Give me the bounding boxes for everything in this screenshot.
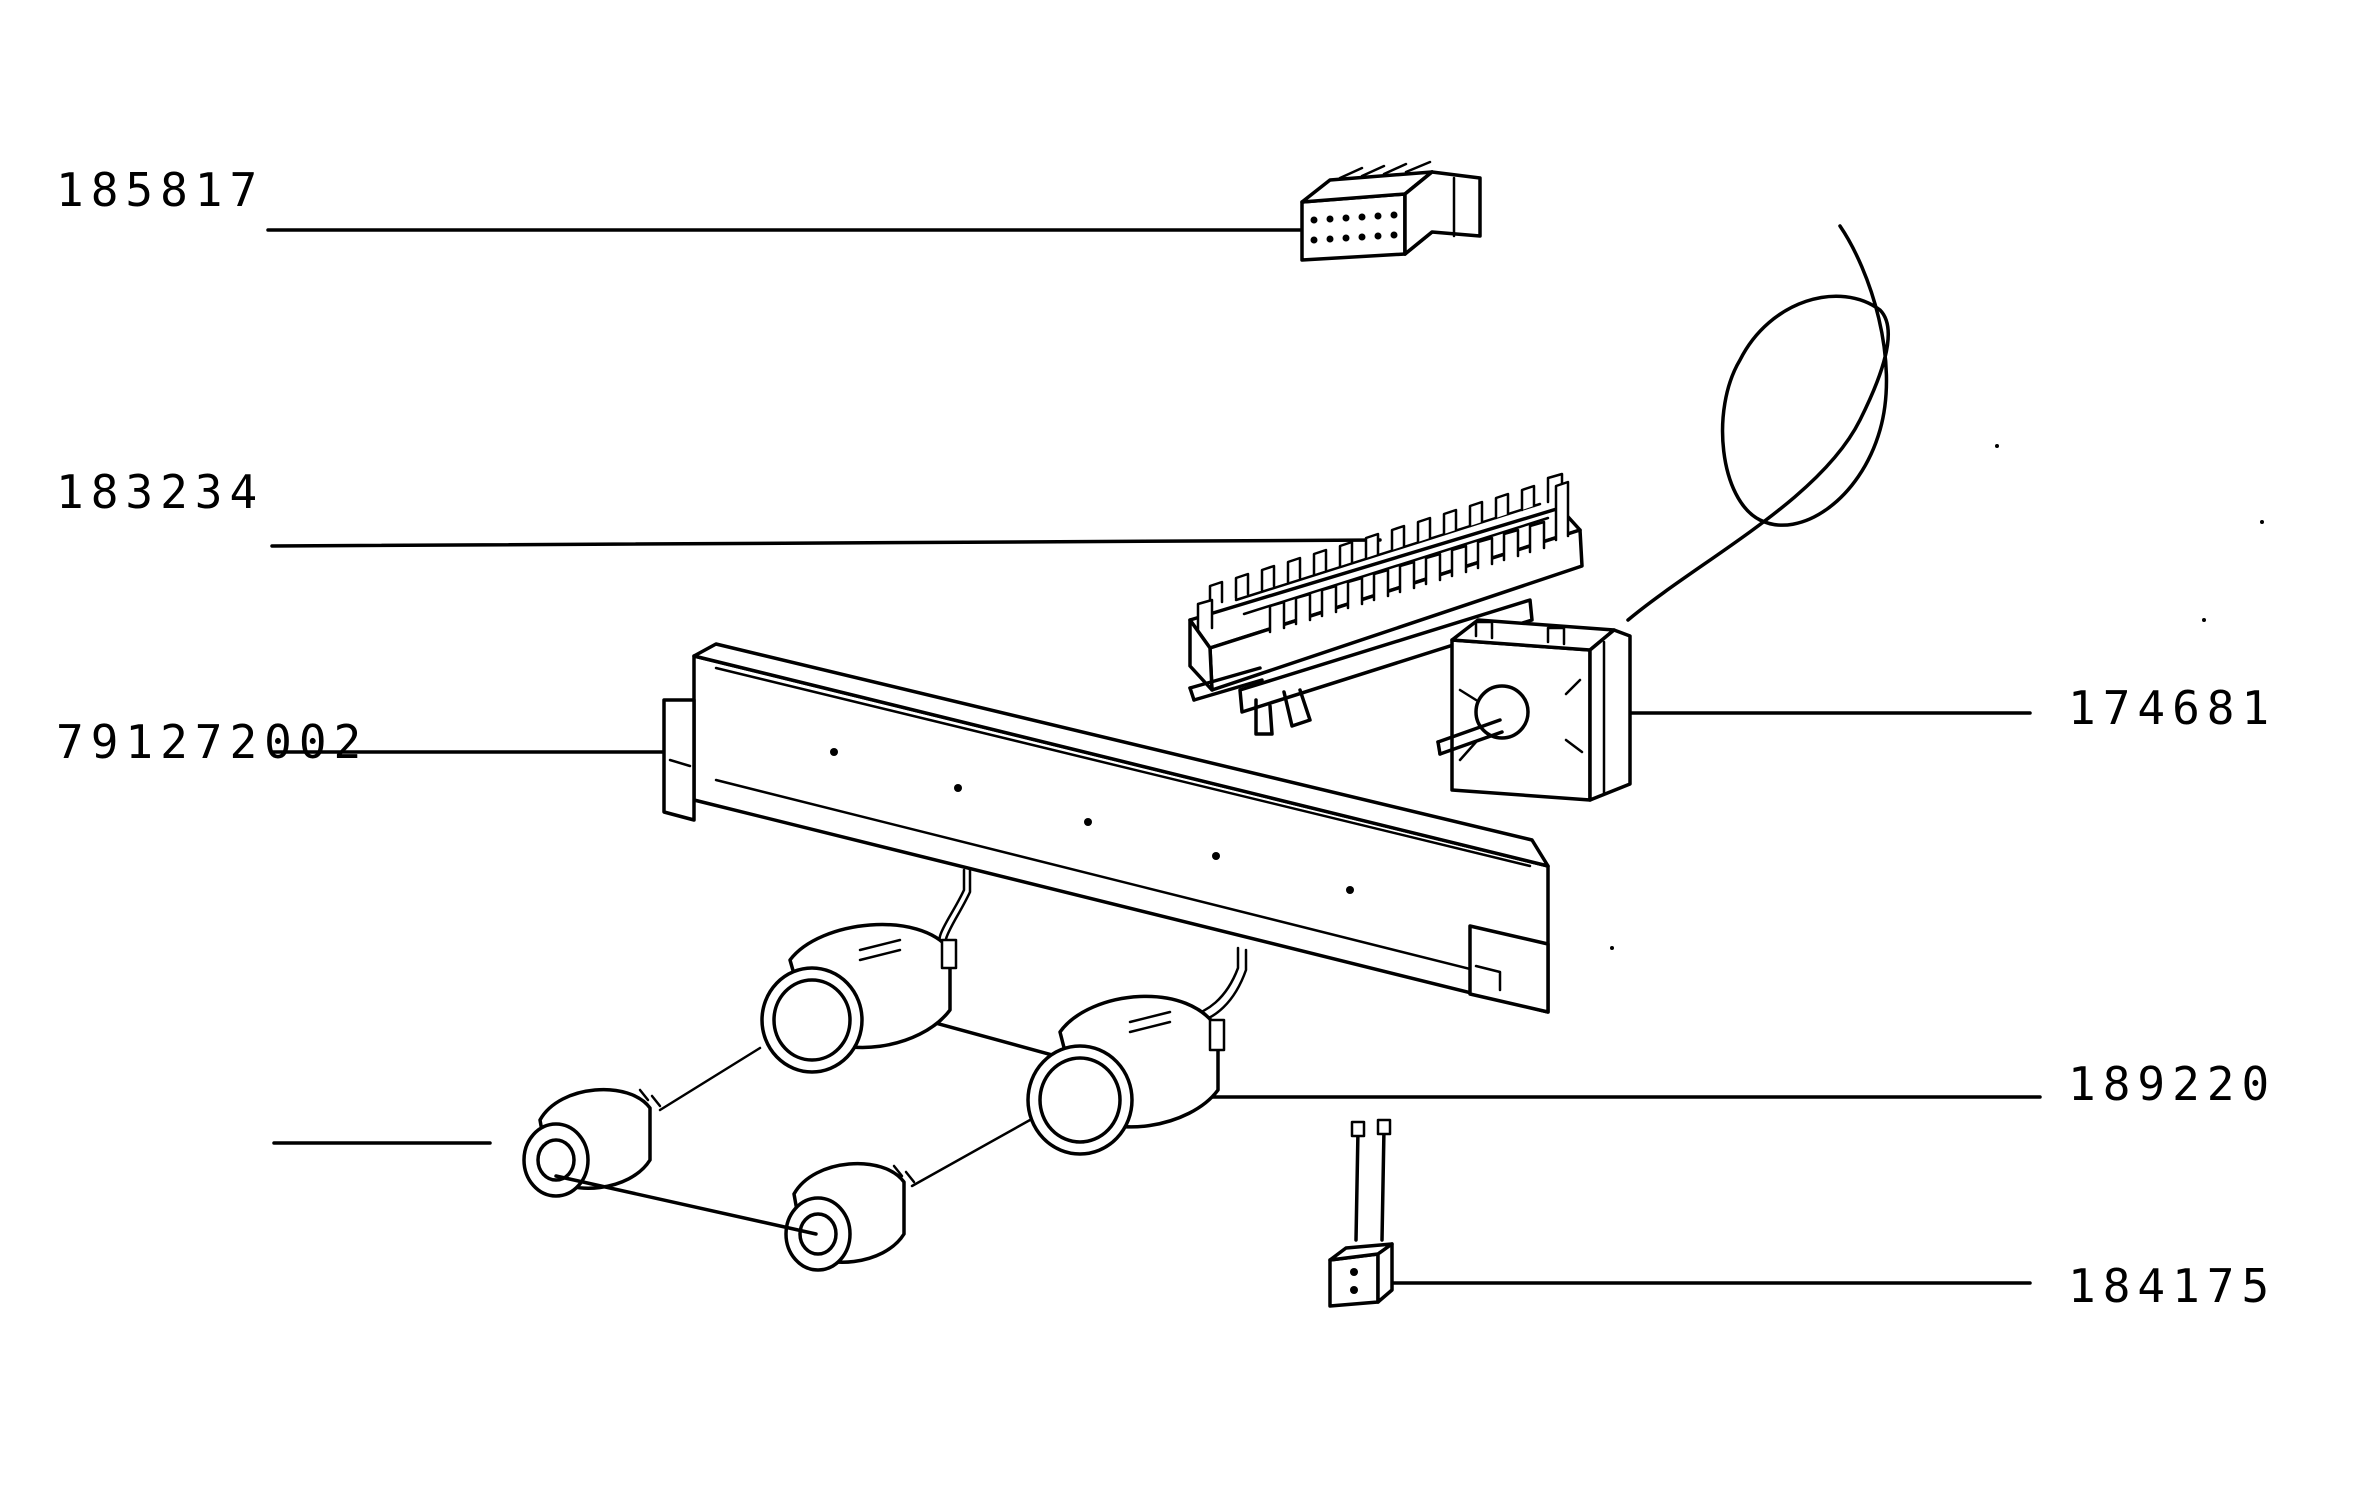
capillary-tube (1626, 224, 1890, 622)
lamp-holder-189220-left (760, 868, 972, 1074)
terminal-tabs-front (1196, 480, 1570, 634)
label-184175: 184175 (2068, 1259, 2276, 1313)
terminal-tabs-back (1208, 472, 1564, 608)
label-183234: 183234 (56, 465, 264, 519)
label-791272002: 791272002 (56, 715, 368, 769)
connector-block-184175 (1328, 1118, 1394, 1308)
lamp-holder-189220-right (1026, 946, 1248, 1156)
label-174681: 174681 (2068, 681, 2276, 735)
label-189220: 189220 (2068, 1057, 2276, 1111)
leader-183234 (270, 538, 1382, 548)
panel-791272002 (662, 642, 1550, 1014)
thermostat-174681 (1436, 224, 1890, 802)
scan-specks (1610, 444, 2264, 950)
connector-185817 (1300, 160, 1482, 262)
lamp-bulb-left (522, 1046, 762, 1198)
panel-holes (830, 748, 1354, 894)
lamp-bulb-right (554, 1118, 1032, 1272)
label-185817: 185817 (56, 163, 264, 217)
terminal-block-183234 (1188, 472, 1584, 736)
